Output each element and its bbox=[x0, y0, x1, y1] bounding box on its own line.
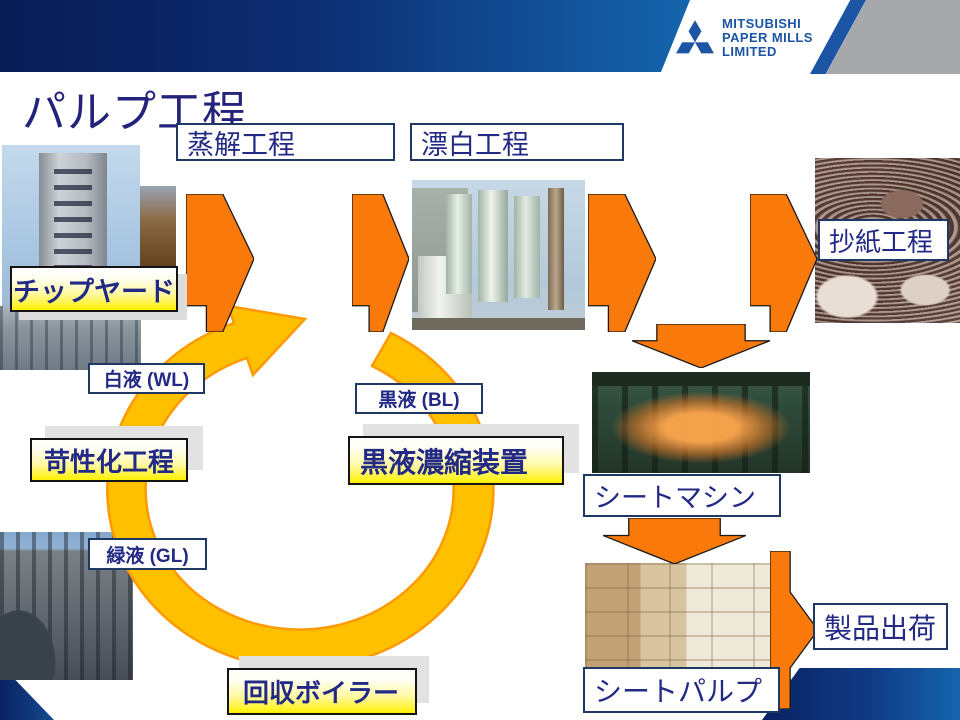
footer-right-band bbox=[762, 668, 960, 720]
arrow-down-to-sheet-pulp bbox=[603, 518, 746, 564]
arrow-down-to-sheet-machine bbox=[632, 324, 770, 368]
liquor-label-green-text: 緑液 (GL) bbox=[106, 545, 189, 567]
sheet-machine-interior-photo bbox=[592, 372, 810, 473]
causticizing-plant-photo bbox=[0, 306, 141, 370]
company-name-line3: LIMITED bbox=[722, 44, 777, 60]
label-causticizing-text: 苛性化工程 bbox=[43, 446, 174, 477]
footer-left-corner bbox=[0, 674, 54, 720]
process-box-shipment-label: 製品出荷 bbox=[824, 612, 937, 644]
liquor-label-green: 緑液 (GL) bbox=[88, 538, 207, 570]
label-black-liquor-evaporator-text: 黒液濃縮装置 bbox=[360, 446, 529, 478]
process-box-bleaching-label: 漂白工程 bbox=[421, 129, 529, 160]
mitsubishi-three-diamond-icon bbox=[676, 20, 714, 54]
liquor-label-white-text: 白液 (WL) bbox=[103, 370, 190, 391]
process-box-shipment: 製品出荷 bbox=[813, 603, 948, 650]
label-chip-yard-text: チップヤード bbox=[13, 276, 175, 307]
arrow-to-shipment bbox=[770, 551, 818, 709]
label-recovery-boiler: 回収ボイラー bbox=[227, 668, 417, 715]
arrow-bleaching-out bbox=[588, 194, 656, 332]
process-box-bleaching: 漂白工程 bbox=[410, 123, 624, 161]
company-name: MITSUBISHI PAPER MILLS LIMITED bbox=[722, 16, 813, 60]
bleaching-towers-photo bbox=[412, 180, 585, 330]
arrow-cooking-to-bleaching bbox=[352, 194, 409, 332]
company-name-line2: PAPER MILLS bbox=[722, 30, 813, 46]
process-box-papermaking: 抄紙工程 bbox=[818, 219, 949, 261]
arrow-chipyard-to-cooking bbox=[186, 194, 254, 332]
process-box-cooking-label: 蒸解工程 bbox=[187, 129, 295, 160]
process-box-sheet-pulp-label: シートパルプ bbox=[594, 676, 763, 707]
label-recovery-boiler-text: 回収ボイラー bbox=[243, 678, 400, 708]
arrow-to-papermaking bbox=[750, 194, 817, 332]
label-black-liquor-evaporator: 黒液濃縮装置 bbox=[348, 436, 564, 485]
liquor-label-black: 黒液 (BL) bbox=[355, 383, 483, 414]
liquor-label-white: 白液 (WL) bbox=[88, 363, 205, 394]
process-box-sheet-machine-label: シートマシン bbox=[594, 483, 756, 513]
process-box-sheet-pulp: シートパルプ bbox=[583, 667, 780, 713]
label-chip-yard: チップヤード bbox=[10, 266, 178, 312]
header-gradient-band bbox=[0, 0, 690, 72]
process-box-sheet-machine: シートマシン bbox=[583, 474, 781, 517]
sheet-pulp-bales-photo bbox=[585, 563, 770, 673]
label-causticizing: 苛性化工程 bbox=[30, 438, 188, 482]
company-name-line1: MITSUBISHI bbox=[722, 16, 802, 31]
liquor-label-black-text: 黒液 (BL) bbox=[378, 390, 460, 411]
process-box-cooking: 蒸解工程 bbox=[176, 123, 395, 161]
process-box-papermaking-label: 抄紙工程 bbox=[829, 226, 934, 257]
